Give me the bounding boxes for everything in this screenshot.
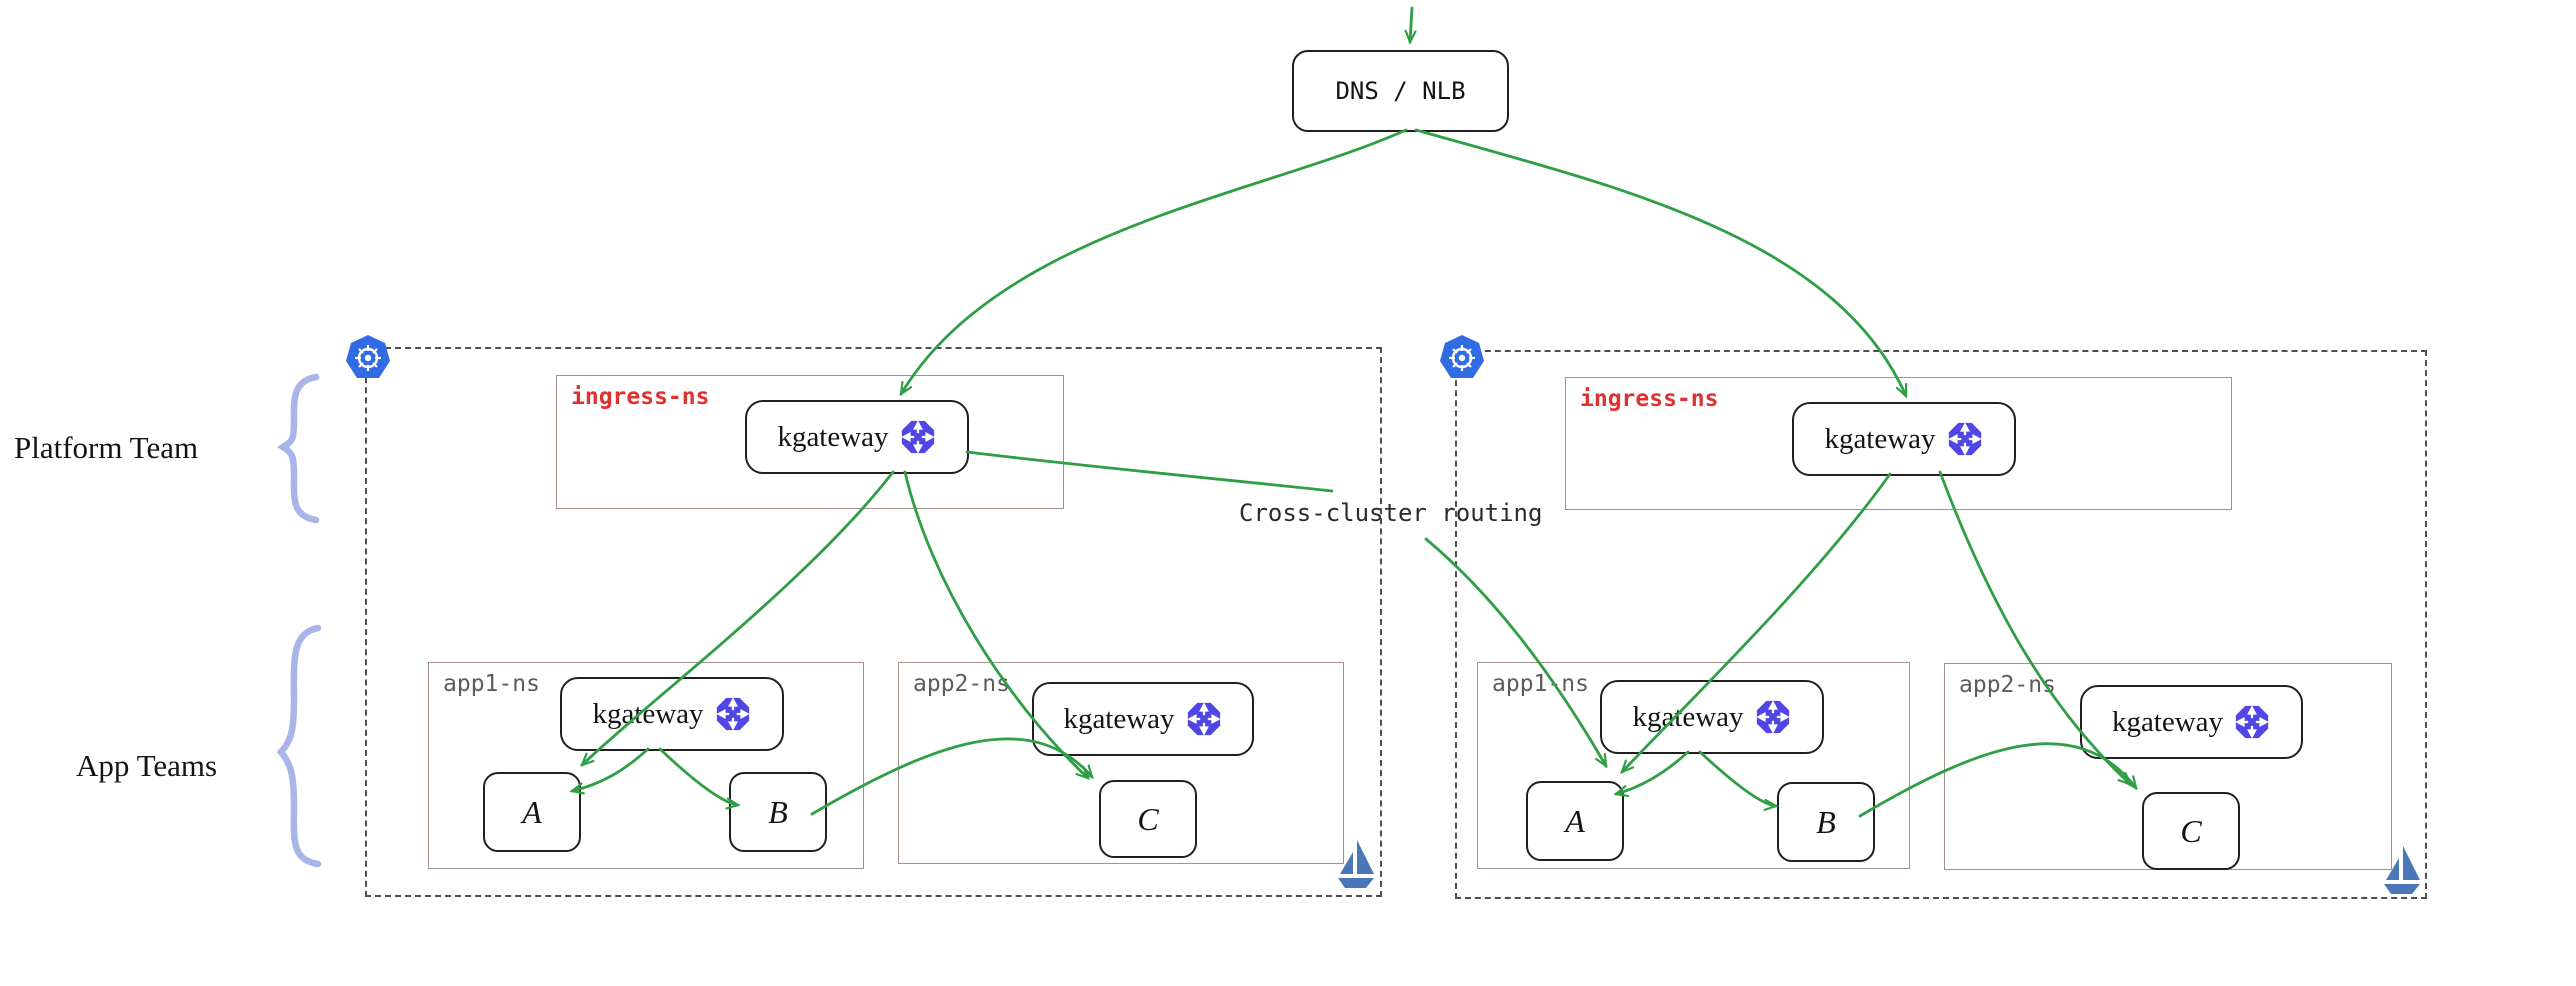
dns-nlb-label: DNS / NLB [1335, 77, 1466, 105]
cross-cluster-routing-label: Cross-cluster routing [1239, 499, 1543, 527]
app2-gateway-node-right: kgateway [2080, 685, 2303, 759]
cluster-left-boundary [365, 347, 1382, 897]
service-node-B-left: B [729, 772, 827, 852]
gateway-label: kgateway [1632, 700, 1744, 733]
kubernetes-icon [1437, 333, 1487, 383]
route-arrows-icon [1754, 698, 1792, 736]
service-label: B [768, 793, 788, 830]
service-label: B [1816, 803, 1836, 840]
namespace-label: ingress-ns [1580, 386, 1719, 412]
route-arrows-icon [1946, 420, 1984, 458]
namespace-label: app1-ns [1492, 671, 1589, 697]
sailboat-icon [1336, 838, 1376, 892]
app2-gateway-node-left: kgateway [1032, 682, 1254, 756]
app1-gateway-node-left: kgateway [560, 677, 784, 751]
service-label: A [522, 793, 542, 830]
gateway-label: kgateway [592, 697, 704, 730]
namespace-label: app2-ns [913, 671, 1010, 697]
gateway-label: kgateway [1824, 422, 1936, 455]
service-node-A-right: A [1526, 781, 1624, 861]
namespace-label: app1-ns [443, 671, 540, 697]
service-label: C [1137, 800, 1159, 837]
service-label: A [1565, 802, 1585, 839]
app-teams-label: App Teams [76, 748, 218, 783]
kubernetes-icon [343, 333, 393, 383]
sailboat-icon [2382, 844, 2422, 898]
service-node-C-left: C [1099, 780, 1197, 858]
gateway-label: kgateway [2111, 705, 2224, 738]
platform-team-label: Platform Team [14, 430, 199, 465]
platform-team-brace [277, 373, 320, 524]
namespace-label: app2-ns [1959, 672, 2056, 698]
ingress-gateway-node-right: kgateway [1792, 402, 2016, 476]
namespace-label: ingress-ns [571, 384, 710, 410]
route-arrows-icon [714, 695, 752, 733]
route-arrows-icon [1185, 700, 1223, 738]
dns-nlb-node: DNS / NLB [1292, 50, 1509, 132]
service-label: C [2180, 812, 2202, 849]
edge-inbound-to-dns [1410, 6, 1412, 42]
app1-gateway-node-right: kgateway [1600, 680, 1824, 754]
gateway-label: kgateway [777, 420, 889, 453]
route-arrows-icon [899, 418, 937, 456]
service-node-C-right: C [2142, 792, 2240, 870]
service-node-B-right: B [1777, 782, 1875, 862]
ingress-gateway-node-left: kgateway [745, 400, 969, 474]
service-node-A-left: A [483, 772, 581, 852]
app-teams-brace [276, 624, 322, 868]
gateway-label: kgateway [1063, 702, 1175, 735]
route-arrows-icon [2233, 703, 2271, 741]
